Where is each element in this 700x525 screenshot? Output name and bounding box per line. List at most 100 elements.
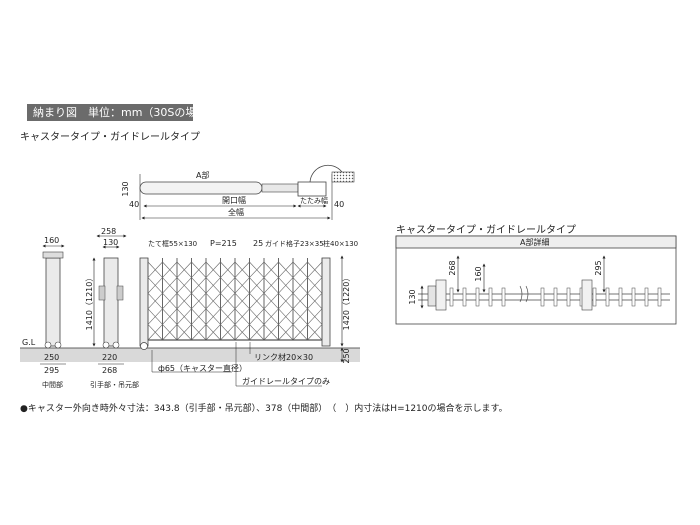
detail-link-tab [553,287,558,307]
lattice-link [292,261,308,278]
middle-post [45,257,61,347]
lattice-link [162,261,178,278]
dim-268: 268 [102,366,117,375]
lattice-link [205,261,221,278]
header-title: 納まり図 単位：mm（30Sの場合） [27,104,218,121]
handle-bracket [98,285,106,301]
caster-diameter-label: ф65（キャスター直径） [158,363,247,373]
dim-40-right: 40 [334,200,344,209]
lattice-link [191,308,207,325]
lattice-link [278,324,294,341]
vertical-frame [139,257,149,347]
detail-link-tab [501,287,506,307]
middle-caster [44,341,52,349]
lattice-link [307,324,323,341]
lattice-link [307,308,323,325]
height-1410: 1410（1210） [85,274,94,331]
lattice-link [234,292,250,310]
lattice-link [249,308,265,325]
lattice-link [263,261,279,278]
lattice-link [176,308,192,325]
dim-250-right: 250 [342,348,351,363]
lattice-link [263,277,279,294]
lattice-link [191,292,207,310]
footnote: ●キャスター外向き時外々寸法：343.8（引手部・吊元部）、378（中間部） （… [20,404,508,414]
lattice-link [191,277,207,294]
lattice-link [263,292,279,310]
lattice-link [176,277,192,294]
lattice-link [234,324,250,341]
detail-dim-295: 295 [594,260,603,275]
lattice-link [278,292,294,310]
vertical-frame-label: たて框55×130 [148,239,197,248]
lattice-link [205,277,221,294]
lattice-link [263,324,279,341]
lattice-link [162,277,178,294]
lattice-link [191,324,207,341]
left-section-title: キャスタータイプ・ガイドレールタイプ [20,132,200,143]
detail-link-tab [592,287,597,307]
lattice-link [220,308,236,325]
handle-post [103,257,119,347]
lattice-link [220,277,236,294]
lattice-link [278,277,294,294]
lattice-link [162,292,178,310]
lattice-link [234,277,250,294]
folded-gate [297,181,327,197]
middle-caster [54,341,62,349]
lattice-link [263,308,279,325]
handle-caster [112,341,120,349]
lattice-link [162,308,178,325]
handle-label: 引手部・吊元部 [90,380,139,389]
handle-bracket [116,285,124,301]
lattice-link [147,277,163,294]
caster-wheel [140,342,148,350]
ground-band [20,348,360,362]
lattice-link [205,308,221,325]
detail-link-tab [488,287,493,307]
dim-40-left: 40 [129,200,139,209]
detail-dim-160: 160 [474,266,483,281]
dim-160: 160 [44,236,59,245]
detail-link-tab [566,287,571,307]
lattice-link [220,292,236,310]
dim-250-left: 250 [44,353,59,362]
lattice-link [220,261,236,278]
dim-220: 220 [102,353,117,362]
lattice-link [307,261,323,278]
middle-post-cap [42,251,64,259]
a-label: A部 [196,170,209,180]
detail-cross-links [449,287,662,307]
lattice-link [191,261,207,278]
lattice-link [205,292,221,310]
guide-lattice-label: ガイド格子23×35 [265,239,324,248]
detail-link-tab [618,287,623,307]
lattice-link [292,277,308,294]
lattice [147,258,323,341]
lattice-link [234,261,250,278]
lattice-link [307,277,323,294]
elevation-view: G.L 160 258 130 1410（1210） たて框55×130 P=2… [20,227,360,389]
gl-label: G.L [22,338,36,347]
lattice-link [147,261,163,278]
gate-post [321,257,331,347]
detail-view: A部詳細 130 268 160 295 [395,235,677,325]
detail-bracket [581,279,593,311]
lattice-link [162,324,178,341]
gate-panel-a [139,181,263,195]
top-view: A部 130 40 40 開口幅 たたみ幅 全幅 [121,164,355,220]
lattice-link [249,292,265,310]
dim-258: 258 [101,227,116,236]
swing-arc [309,164,343,183]
lattice-link [234,308,250,325]
lattice-link [292,292,308,310]
detail-dim-130: 130 [408,289,417,304]
detail-link-tab [540,287,545,307]
dim-130-top: 130 [121,181,130,196]
lattice-link [205,324,221,341]
dim-295: 295 [44,366,59,375]
handle-caster [102,341,110,349]
lattice-link [176,292,192,310]
break-mark [519,285,529,303]
